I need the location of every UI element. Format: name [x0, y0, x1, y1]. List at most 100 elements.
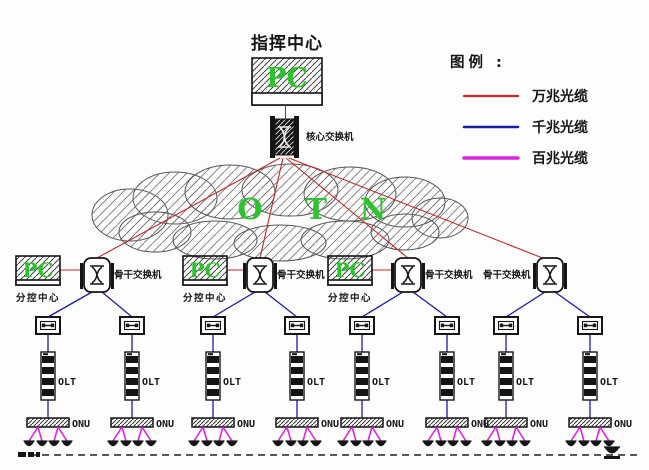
terminal-icon [107, 440, 119, 447]
terminal-icon [337, 440, 349, 447]
onu-icon [191, 417, 235, 428]
olt-icon [205, 351, 221, 401]
terminal-icon [145, 440, 157, 447]
onu-label: ONU [386, 419, 404, 430]
cloud-letter-n: N [360, 192, 387, 226]
terminal-icon [213, 440, 225, 447]
sub-center-pc-2: PC [182, 255, 228, 286]
terminal-icon [578, 440, 590, 447]
gigabit-links [47, 291, 591, 318]
onu-icon [568, 417, 612, 428]
sub-center-pc-3: PC [327, 255, 373, 286]
access-chain-1: OLT ONU [23, 316, 90, 447]
terminal-icon [565, 440, 577, 447]
terminal-icon [297, 440, 309, 447]
media-converter-icon [200, 316, 226, 335]
sub-center-2-label: 分控中心 [183, 292, 227, 304]
onu-label: ONU [237, 419, 255, 430]
onu-label: ONU [321, 419, 339, 430]
olt-label: OLT [307, 377, 325, 388]
legend-title: 图例 : [450, 53, 506, 71]
olt-icon [354, 351, 370, 401]
backbone-switch-1-label: 骨干交换机 [114, 269, 162, 281]
media-converter-icon [349, 316, 375, 335]
legend-label-100m: 百兆光缆 [532, 150, 588, 167]
media-converter-icon [119, 316, 145, 335]
otn-cloud-label: O T N [237, 192, 386, 226]
terminal-icon [375, 440, 387, 447]
backbone-switch-2 [243, 257, 277, 293]
drop-links-100m [277, 426, 317, 442]
olt-label: OLT [516, 377, 534, 388]
terminal-icon [310, 440, 322, 447]
onu-label: ONU [156, 419, 174, 430]
backbone-switch-1 [80, 257, 114, 293]
access-chain-2: OLT ONU [107, 316, 174, 447]
terminal-icon [201, 440, 213, 447]
access-chain-4: OLT ONU [272, 316, 339, 447]
olt-icon [40, 351, 56, 401]
olt-icon [289, 351, 305, 401]
terminal-icon-large [604, 446, 620, 459]
backbone-switch-4 [533, 257, 567, 293]
terminal-icon [23, 440, 35, 447]
sub-center-pc-1: PC [15, 255, 61, 286]
olt-label: OLT [372, 377, 390, 388]
onu-icon [425, 417, 469, 428]
terminal-icon [506, 440, 518, 447]
drop-links-100m [342, 426, 382, 442]
onu-label: ONU [471, 419, 489, 430]
command-center-pc: PC [251, 57, 323, 106]
drop-links-100m [193, 426, 233, 442]
terminal-icon [362, 440, 374, 447]
core-switch-icon [270, 116, 299, 158]
media-converter-icon [493, 316, 519, 335]
access-chain-6: OLT ONU [422, 316, 489, 447]
olt-icon [124, 351, 140, 401]
access-chain-5: OLT ONU [337, 316, 404, 447]
olt-label: OLT [600, 377, 618, 388]
terminal-icon [226, 440, 238, 447]
olt-label: OLT [223, 377, 241, 388]
pc-label: PC [335, 258, 366, 282]
terminal-icon [350, 440, 362, 447]
sub-center-1-label: 分控中心 [16, 292, 60, 304]
drop-links-100m [28, 426, 68, 442]
drop-links-100m [427, 426, 467, 442]
pc-label: PC [266, 63, 308, 94]
terminal-icon [120, 440, 132, 447]
drop-links-100m [570, 426, 610, 442]
onu-icon [340, 417, 384, 428]
legend: 图例 : 万兆光缆 千兆光缆 百兆光缆 [450, 53, 588, 167]
media-converter-icon [434, 316, 460, 335]
onu-icon [26, 417, 70, 428]
onu-icon [484, 417, 528, 428]
access-chain-8: OLT ONU [565, 316, 632, 447]
sub-center-3-label: 分控中心 [328, 292, 372, 304]
drop-links-100m [112, 426, 152, 442]
olt-icon [439, 351, 455, 401]
access-chain-3: OLT ONU [188, 316, 255, 447]
terminal-icon [285, 440, 297, 447]
ten-gigabit-links [60, 105, 546, 271]
terminal-icon [132, 440, 144, 447]
drop-links-100m [486, 426, 526, 442]
onu-label: ONU [530, 419, 548, 430]
pc-label: PC [23, 258, 54, 282]
terminal-icon [590, 440, 602, 447]
onu-icon [110, 417, 154, 428]
cloud-letter-t: T [305, 192, 327, 226]
terminal-icon [460, 440, 472, 447]
cloud-letter-o: O [237, 192, 262, 226]
onu-label: ONU [72, 419, 90, 430]
media-converter-icon [577, 316, 603, 335]
access-chain-7: OLT ONU [481, 316, 548, 447]
terminal-icon [603, 440, 615, 447]
backbone-switch-4-label: 骨干交换机 [483, 269, 531, 281]
terminal-icon [447, 440, 459, 447]
olt-icon [498, 351, 514, 401]
terminal-icon [435, 440, 447, 447]
onu-icon [275, 417, 319, 428]
backbone-switch-3-label: 骨干交换机 [425, 269, 473, 281]
